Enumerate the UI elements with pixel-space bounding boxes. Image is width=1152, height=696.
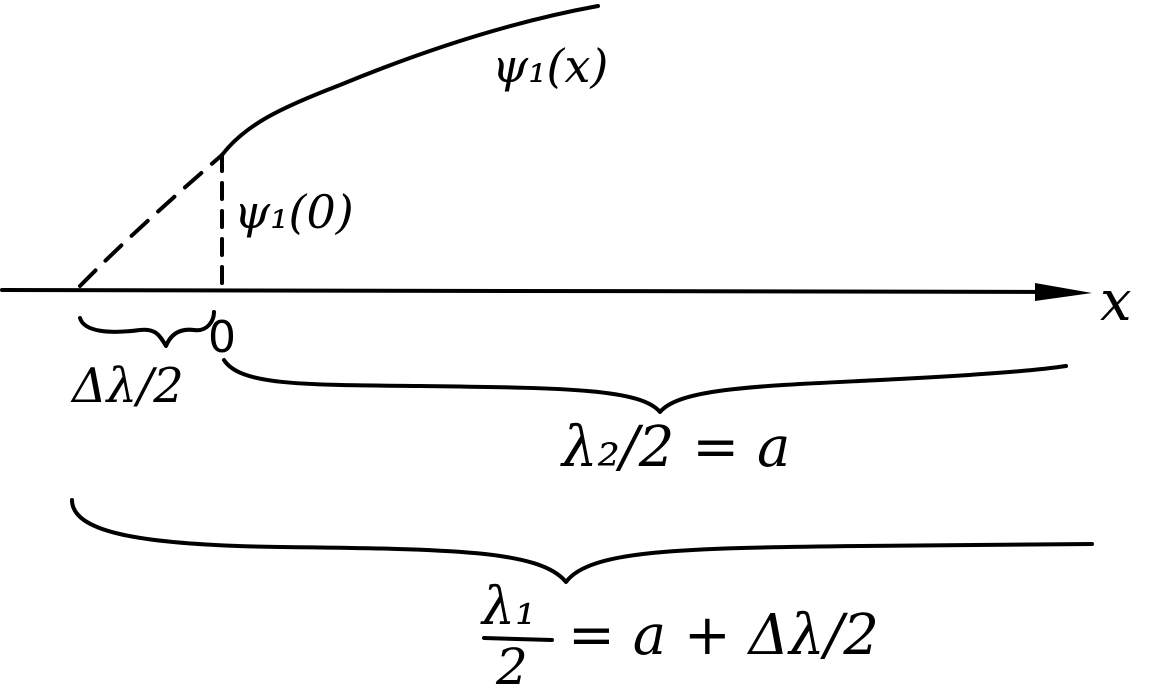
lambda2-equation: λ₂/2 = a: [560, 415, 790, 480]
lambda1-equation: λ₁ 2 = a + Δλ/2: [480, 577, 879, 696]
x-axis: [0, 283, 1092, 301]
psi-curve: [220, 4, 600, 157]
delta-half-label: Δλ/2: [70, 358, 184, 414]
delta-brace: [78, 310, 216, 348]
psi-x-label: ψ₁(x): [492, 39, 608, 93]
psi-zero-label: ψ₁(0): [234, 185, 354, 239]
lambda1-numerator: λ₁: [480, 577, 536, 637]
x-axis-arrowhead: [1035, 283, 1092, 301]
lambda1-denominator: 2: [495, 638, 528, 696]
lambda1-brace: [70, 498, 1094, 584]
lambda1-rhs: = a + Δλ/2: [568, 603, 879, 668]
lambda2-brace: [222, 358, 1068, 414]
x-axis-label: x: [1100, 269, 1132, 334]
extrapolation-dashed-line: [78, 153, 224, 288]
fraction-bar: [482, 636, 554, 642]
x-axis-line: [0, 288, 1072, 294]
